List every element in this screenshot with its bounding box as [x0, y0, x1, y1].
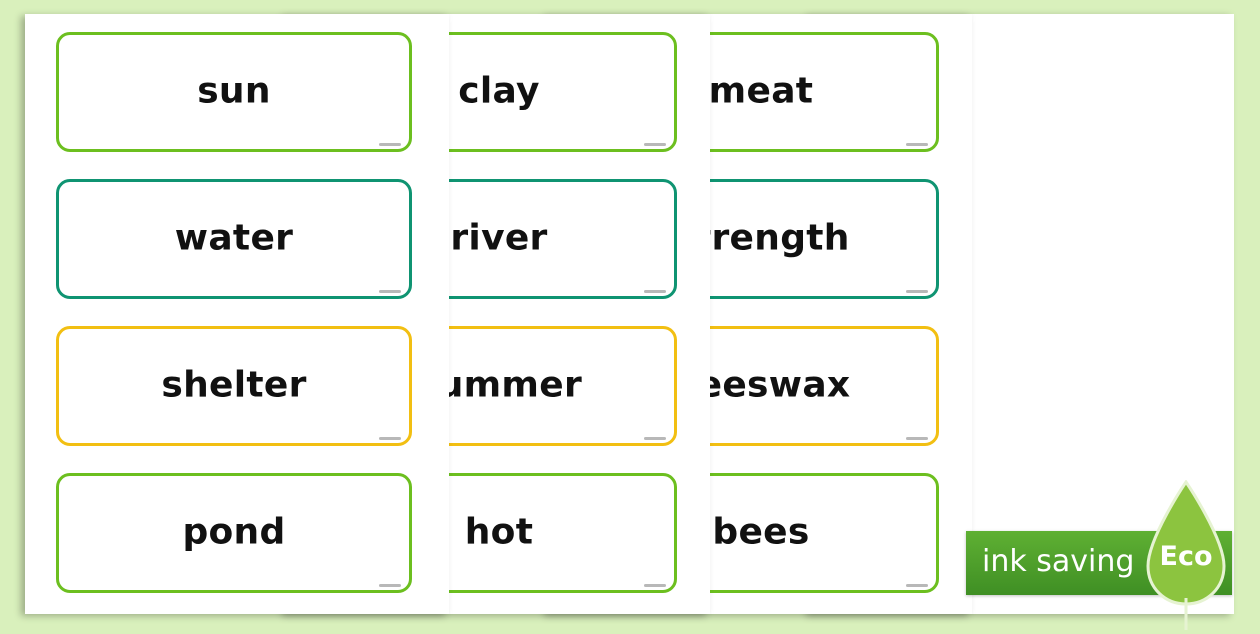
- publisher-mark: [906, 584, 928, 587]
- publisher-mark: [644, 437, 666, 440]
- word-label: shelter: [161, 364, 307, 406]
- word-label: pond: [182, 511, 286, 553]
- word-card-shelter: shelter: [56, 326, 412, 446]
- word-label: clay: [458, 70, 540, 112]
- publisher-mark: [906, 143, 928, 146]
- publisher-mark: [644, 290, 666, 293]
- eco-label: Eco: [1159, 541, 1213, 572]
- word-label: river: [450, 217, 548, 259]
- word-card-pond: pond: [56, 473, 412, 593]
- publisher-mark: [379, 143, 401, 146]
- word-card-water: water: [56, 179, 412, 299]
- eco-drop-icon: Eco: [1146, 479, 1226, 630]
- publisher-mark: [379, 290, 401, 293]
- word-card-sun: sun: [56, 32, 412, 152]
- publisher-mark: [644, 143, 666, 146]
- publisher-mark: [379, 584, 401, 587]
- leaf-drop-icon: [1146, 479, 1226, 630]
- word-label: bees: [712, 511, 810, 553]
- word-label: sun: [197, 70, 271, 112]
- word-label: meat: [708, 70, 814, 112]
- word-label: water: [174, 217, 294, 259]
- publisher-mark: [906, 437, 928, 440]
- publisher-mark: [906, 290, 928, 293]
- ink-saving-label: ink saving: [982, 544, 1135, 579]
- word-label: hot: [464, 511, 534, 553]
- publisher-mark: [379, 437, 401, 440]
- worksheet-page-1: sun water shelter pond: [25, 14, 449, 614]
- publisher-mark: [644, 584, 666, 587]
